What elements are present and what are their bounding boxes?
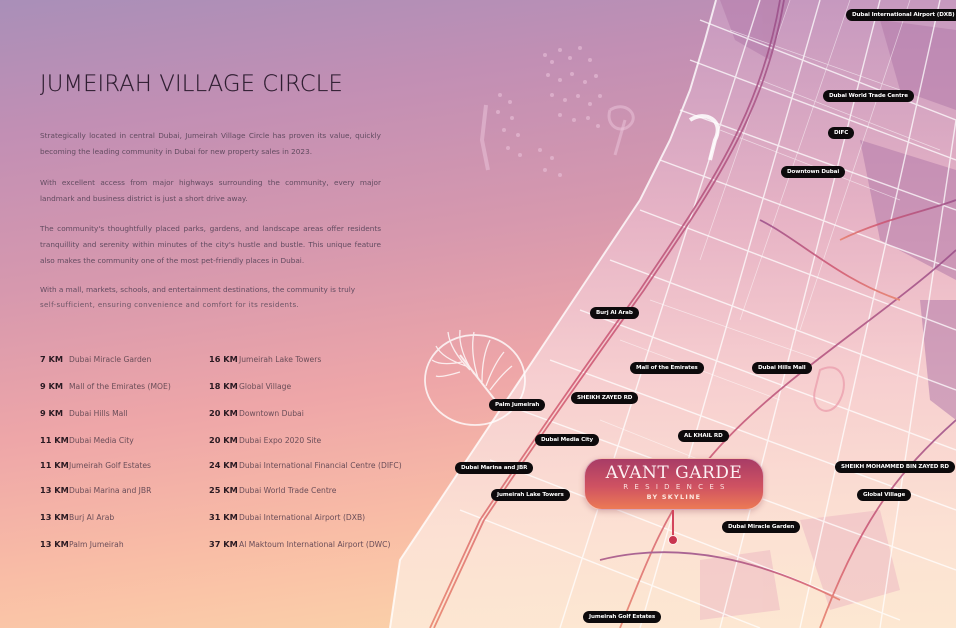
distance-place: Dubai Hills Mall xyxy=(69,408,128,418)
distance-place: Dubai Expo 2020 Site xyxy=(239,435,322,445)
map-label-jumeirah-golf-estates: Jumeirah Golf Estates xyxy=(583,611,662,623)
location-pin-icon xyxy=(668,535,678,545)
amenities-paragraph: With a mall, markets, schools, and enter… xyxy=(40,285,356,294)
map-label-al-khail-rd: AL KHAIL RD xyxy=(678,430,729,442)
map-label-difc: DIFC xyxy=(828,127,855,139)
distance-place: Dubai Miracle Garden xyxy=(69,354,152,364)
distance-km: 7 KM xyxy=(40,354,64,364)
distance-place: Jumeirah Golf Estates xyxy=(69,460,151,470)
map-label-dubai-marina-jbr: Dubai Marina and JBR xyxy=(455,462,534,474)
distance-place: Global Village xyxy=(239,381,292,391)
parks-paragraph: The community's thoughtfully placed park… xyxy=(40,224,381,265)
distance-km: 11 KM xyxy=(40,435,69,445)
map-label-dxb: Dubai International Airport (DXB) xyxy=(846,9,956,21)
project-name: AVANT GARDE xyxy=(605,463,743,483)
map-label-mall-of-the-emirates: Mall of the Emirates xyxy=(630,362,704,374)
map-label-burj-al-arab: Burj Al Arab xyxy=(590,307,639,319)
distance-place: Jumeirah Lake Towers xyxy=(239,354,322,364)
map-label-sheikh-zayed-rd: SHEIKH ZAYED RD xyxy=(571,392,639,404)
distance-place: Downtown Dubai xyxy=(239,408,304,418)
map-label-world-trade-centre: Dubai World Trade Centre xyxy=(823,90,914,102)
intro-paragraph: Strategically located in central Dubai, … xyxy=(40,131,381,156)
distance-km: 18 KM xyxy=(209,381,238,391)
amenities-paragraph-cont: self-sufficient, ensuring convenience an… xyxy=(40,300,300,309)
distance-km: 9 KM xyxy=(40,381,64,391)
distance-km: 37 KM xyxy=(209,539,238,549)
distance-km: 20 KM xyxy=(209,435,238,445)
map-label-downtown-dubai: Downtown Dubai xyxy=(781,166,846,178)
distance-place: Al Maktoum International Airport (DWC) xyxy=(239,539,391,549)
palm-jumeirah-shape xyxy=(424,329,526,426)
distance-place: Mall of the Emirates (MOE) xyxy=(69,381,171,391)
location-pin-stem xyxy=(672,510,674,538)
map-label-dubai-miracle-garden: Dubai Miracle Garden xyxy=(722,521,801,533)
map-label-dubai-media-city: Dubai Media City xyxy=(535,434,600,446)
distance-place: Dubai International Financial Centre (DI… xyxy=(239,460,402,470)
distance-km: 16 KM xyxy=(209,354,238,364)
map-label-palm-jumeirah: Palm Jumeirah xyxy=(489,399,546,411)
distance-place: Dubai World Trade Centre xyxy=(239,485,337,495)
distance-place: Dubai Marina and JBR xyxy=(69,485,152,495)
map-label-jumeirah-lake-towers: Jumeirah Lake Towers xyxy=(491,489,570,501)
distance-km: 25 KM xyxy=(209,485,238,495)
distance-place: Dubai International Airport (DXB) xyxy=(239,512,366,522)
project-developer: BY SKYLINE xyxy=(646,493,702,501)
project-logo-marker: AVANT GARDE RESIDENCES BY SKYLINE xyxy=(584,458,764,510)
distance-place: Burj Al Arab xyxy=(69,512,115,522)
distance-km: 13 KM xyxy=(40,539,69,549)
distance-km: 31 KM xyxy=(209,512,238,522)
distance-place: Dubai Media City xyxy=(69,435,134,445)
map-label-global-village: Global Village xyxy=(857,489,912,501)
distance-km: 13 KM xyxy=(40,485,69,495)
distance-place: Palm Jumeirah xyxy=(69,539,124,549)
access-paragraph: With excellent access from major highway… xyxy=(40,178,381,203)
distance-item: 9 KM Mall of the Emirates (MOE) xyxy=(40,381,171,391)
distance-item: 7 KM Dubai Miracle Garden xyxy=(40,354,151,364)
distance-km: 24 KM xyxy=(209,460,238,470)
distance-item: 9 KM Dubai Hills Mall xyxy=(40,408,128,418)
distance-km: 20 KM xyxy=(209,408,238,418)
distance-km: 9 KM xyxy=(40,408,64,418)
map-label-dubai-hills-mall: Dubai Hills Mall xyxy=(752,362,812,374)
project-subtitle: RESIDENCES xyxy=(623,483,731,491)
distance-km: 11 KM xyxy=(40,460,69,470)
distance-km: 13 KM xyxy=(40,512,69,522)
map-label-sheikh-mohammed-bin-zayed-rd: SHEIKH MOHAMMED BIN ZAYED RD xyxy=(835,461,955,473)
page-title: JUMEIRAH VILLAGE CIRCLE xyxy=(40,71,343,97)
